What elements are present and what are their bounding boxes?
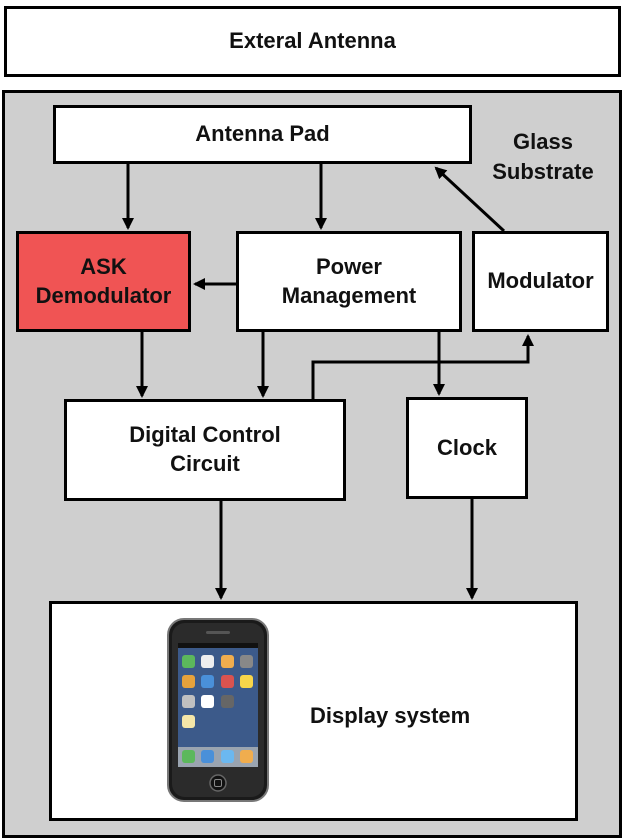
modulator-label: Modulator: [487, 267, 593, 296]
external-antenna-label: Exteral Antenna: [229, 27, 396, 56]
power-management-label: Power Management: [282, 253, 416, 310]
clock-label: Clock: [437, 434, 497, 463]
antenna-pad-label: Antenna Pad: [195, 120, 329, 149]
clock-box: Clock: [406, 397, 528, 499]
external-antenna-box: Exteral Antenna: [4, 6, 621, 77]
display-system-box: Display system: [49, 601, 578, 821]
glass-substrate-label: Glass Substrate: [478, 127, 608, 186]
smartphone-icon: [166, 617, 270, 803]
display-system-label: Display system: [310, 702, 470, 731]
digital-control-circuit-box: Digital Control Circuit: [64, 399, 346, 501]
ask-demodulator-label: ASK Demodulator: [36, 253, 172, 310]
antenna-pad-box: Antenna Pad: [53, 105, 472, 164]
ask-demodulator-box: ASK Demodulator: [16, 231, 191, 332]
modulator-box: Modulator: [472, 231, 609, 332]
power-management-box: Power Management: [236, 231, 462, 332]
digital-control-circuit-label: Digital Control Circuit: [129, 421, 281, 478]
